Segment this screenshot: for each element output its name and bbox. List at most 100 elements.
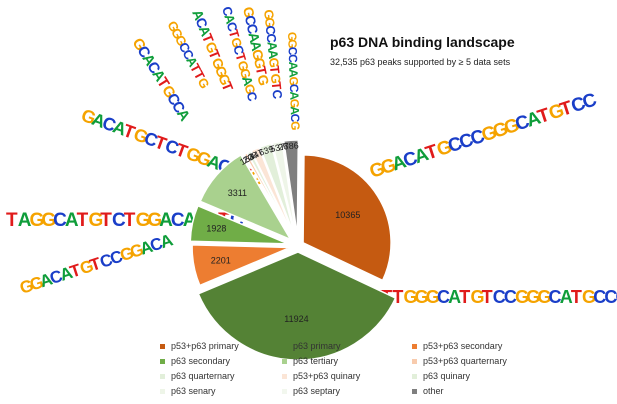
legend-label: p63 secondary	[171, 356, 231, 366]
motif-letter: G	[537, 287, 551, 307]
motif-letter: C	[98, 250, 116, 272]
motif-letter: G	[582, 287, 596, 307]
pie-slice	[199, 153, 293, 241]
motif-letter: C	[616, 287, 617, 307]
legend-label: p53+p63 quinary	[293, 371, 361, 381]
motif-letter: G	[128, 240, 146, 262]
motif-letter: G	[515, 287, 529, 307]
motif-letter: T	[232, 51, 249, 63]
legend-label: p53+p63 secondary	[423, 341, 503, 351]
pie-slice	[281, 140, 298, 237]
motif-letter: A	[89, 109, 108, 132]
motif-letter: C	[148, 234, 166, 256]
motif-letter: G	[235, 59, 252, 73]
slice-value-label: 2201	[211, 255, 231, 265]
pie-slice	[197, 251, 397, 361]
motif-letter: G	[415, 287, 429, 307]
motif-letter: G	[147, 210, 162, 231]
motif-letter: G	[434, 136, 455, 161]
legend-label: other	[423, 386, 444, 396]
motif-letter: C	[100, 113, 119, 136]
motif-letter: C	[286, 46, 300, 55]
motif-letter: A	[389, 151, 409, 175]
motif-logo: TTTGGGCATGTCCGGGCATGCCCAT	[370, 287, 617, 307]
legend-swatch	[412, 358, 417, 364]
motif-letter: G	[479, 122, 500, 147]
legend-item: p53+p63 quinary	[282, 371, 412, 381]
motif-letter: G	[30, 210, 45, 231]
legend-item: p63 quinary	[412, 371, 562, 381]
motif-letter: T	[100, 210, 112, 231]
motif-letter: C	[468, 126, 488, 150]
motif-letter: C	[264, 33, 280, 45]
motif-letter: G	[17, 276, 35, 298]
motif-letter: A	[247, 39, 265, 52]
legend-item: p63 septary	[282, 386, 412, 396]
motif-letter: G	[287, 76, 301, 86]
motif-letter: G	[285, 32, 299, 42]
motif-letter: C	[504, 287, 517, 307]
motif-letter: T	[482, 287, 493, 307]
motif-letter: G	[131, 124, 151, 148]
legend-item: p63 primary	[282, 341, 412, 351]
legend-swatch	[160, 358, 165, 364]
legend-swatch	[160, 373, 165, 379]
slice-value-label: 537	[269, 141, 286, 154]
motif-letter: G	[261, 9, 277, 21]
motif-letter: G	[285, 39, 299, 49]
chart-subtitle: 32,535 p63 peaks supported by ≥ 5 data s…	[330, 57, 511, 67]
motif-letter: C	[445, 133, 465, 157]
legend-swatch	[282, 343, 287, 349]
motif-letter: C	[242, 14, 260, 27]
motif-letter: C	[401, 148, 421, 172]
motif-letter: A	[18, 210, 32, 231]
motif-letter: C	[142, 128, 161, 151]
pie-slice	[250, 146, 295, 238]
motif-letter: A	[264, 41, 280, 53]
motif-letter: C	[593, 287, 606, 307]
motif-letter: G	[367, 158, 388, 183]
motif-letter: C	[112, 210, 126, 231]
pie-slices	[189, 139, 397, 361]
motif-letter: T	[392, 287, 403, 307]
motif-letter: T	[253, 65, 271, 77]
motif-letter: A	[265, 49, 281, 61]
motif-letter: G	[426, 287, 440, 307]
motif-letter: G	[251, 56, 269, 70]
pie-slice	[191, 244, 291, 287]
legend-swatch	[160, 388, 165, 394]
motif-letter: C	[287, 84, 301, 93]
motif-letter: A	[448, 287, 461, 307]
motif-letter: C	[288, 113, 302, 122]
legend-swatch	[412, 388, 417, 394]
motif-letter: A	[286, 61, 300, 70]
motif-letter: C	[286, 54, 300, 63]
motif-letter: A	[204, 151, 223, 174]
legend-item: p53+p63 primary	[160, 341, 282, 351]
motif-letter: G	[41, 210, 56, 231]
legend-swatch	[412, 343, 417, 349]
legend-item: p53+p63 secondary	[412, 341, 562, 351]
motif-letter: G	[184, 143, 204, 167]
motif-letter: A	[286, 69, 300, 78]
motif-letter: A	[110, 116, 129, 139]
motif-letter: T	[77, 210, 89, 231]
motif-letter: G	[266, 57, 282, 69]
motif-letter: C	[269, 89, 285, 101]
motif-letter: T	[267, 65, 283, 75]
motif-letter: C	[171, 210, 185, 231]
motif-letter: G	[228, 36, 245, 50]
motif-letter: A	[65, 210, 79, 231]
legend-swatch	[160, 343, 165, 349]
motif-letter: G	[288, 121, 302, 131]
legend-swatch	[412, 373, 417, 379]
motif-letter: G	[501, 115, 522, 140]
legend-item: other	[412, 386, 562, 396]
motif-letter: G	[79, 105, 99, 129]
